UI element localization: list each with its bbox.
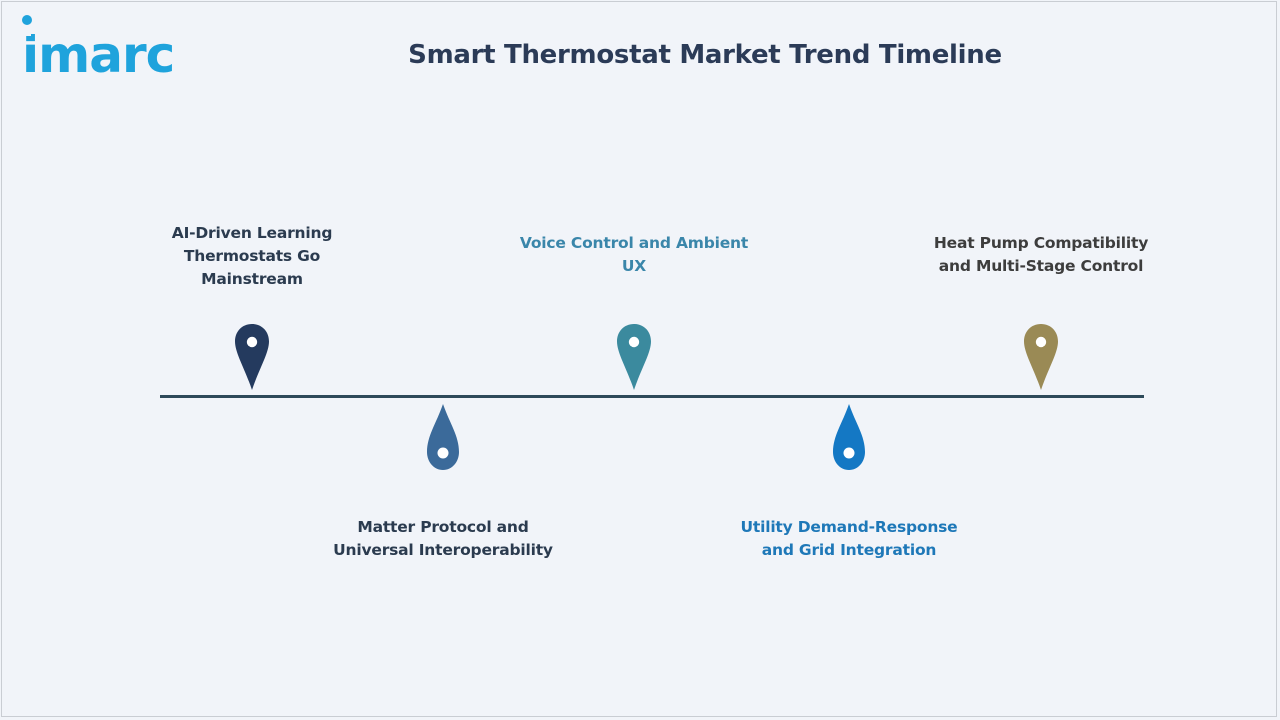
- marker-shape: [235, 324, 269, 390]
- milestone-label-line: Mainstream: [201, 270, 303, 288]
- imarc-logo: imarc: [22, 15, 175, 84]
- map-pin-icon: [1024, 324, 1058, 390]
- logo-dot-cover: [22, 26, 31, 36]
- milestone-label-line: and Grid Integration: [761, 541, 937, 559]
- marker-shape: [833, 404, 865, 470]
- map-pin-icon: [617, 324, 651, 390]
- milestone-label-line: and Multi-Stage Control: [938, 257, 1144, 275]
- logo-text: imarc: [22, 26, 174, 84]
- milestone-label-line: Universal Interoperability: [333, 541, 553, 559]
- marker-shape: [1024, 324, 1058, 390]
- map-pin-icon: [235, 324, 269, 390]
- page-title: Smart Thermostat Market Trend Timeline: [408, 40, 1002, 70]
- marker-shape: [427, 404, 459, 470]
- logo-dot: [22, 15, 32, 25]
- marker-hole: [246, 336, 258, 348]
- milestone-label-line: Heat Pump Compatibility: [933, 234, 1149, 252]
- drop-icon: [833, 404, 865, 470]
- drop-icon: [427, 404, 459, 470]
- timeline-axis: [160, 395, 1144, 398]
- marker-shape: [617, 324, 651, 390]
- marker-hole: [1035, 336, 1047, 348]
- milestone-label-line: AI-Driven Learning: [171, 224, 333, 242]
- milestone-label-line: UX: [621, 257, 647, 275]
- marker-hole: [843, 447, 855, 459]
- milestone-label-line: Voice Control and Ambient: [519, 234, 749, 252]
- milestone-label-line: Thermostats Go: [183, 247, 321, 265]
- marker-hole: [628, 336, 640, 348]
- milestone-label: Heat Pump Compatibility and Multi-Stage C…: [921, 232, 1161, 278]
- milestone-label: Utility Demand-Response and Grid Integrat…: [729, 516, 969, 562]
- milestone-label-line: Utility Demand-Response: [740, 518, 958, 536]
- marker-hole: [437, 447, 449, 459]
- milestone-label-line: Matter Protocol and: [357, 518, 529, 536]
